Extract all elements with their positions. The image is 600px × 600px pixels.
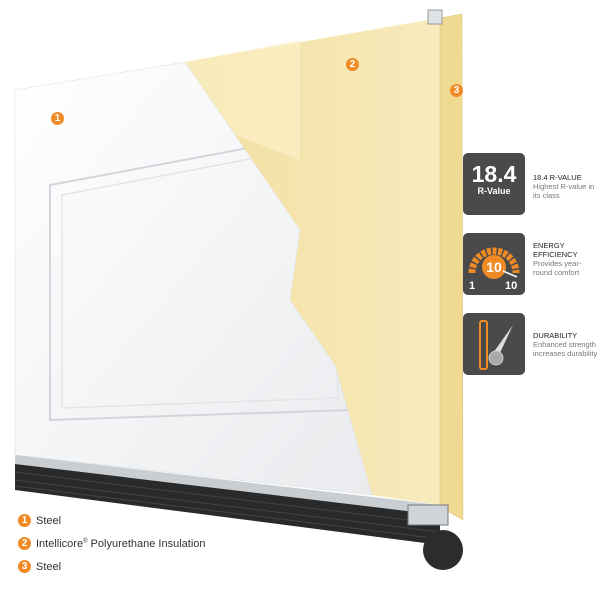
legend-label: Steel xyxy=(36,514,62,527)
gauge-icon xyxy=(468,247,520,279)
r-value-number: 18.4 xyxy=(471,161,517,187)
registered-mark: ® xyxy=(83,537,88,544)
gauge-min: 1 xyxy=(469,280,476,292)
feature-desc: Provides year-round comfort xyxy=(533,259,582,277)
legend-label-rest: Polyurethane Insulation xyxy=(87,537,206,550)
feature-title: DURABILITY xyxy=(533,331,578,340)
callout-1: 1 xyxy=(51,112,64,125)
legend-brand: Intellicore xyxy=(36,537,84,550)
gauge-value: 10 xyxy=(486,259,502,275)
feature-durability: DURABILITY Enhanced strength increases d… xyxy=(533,331,599,358)
steel-front-face xyxy=(14,61,373,496)
bottom-retainer xyxy=(407,504,449,526)
side-edge xyxy=(439,13,464,521)
r-value-badge: 18.4 R-Value xyxy=(463,153,525,215)
bottom-seal xyxy=(15,464,440,545)
aluminum-strip xyxy=(15,455,440,515)
legend-item-3: 3 Steel xyxy=(18,560,61,573)
legend-label: Steel xyxy=(36,560,62,573)
impact-ball-icon xyxy=(479,320,513,370)
legend-number: 1 xyxy=(18,514,31,527)
r-value-label: R-Value xyxy=(477,186,511,196)
feature-desc: Highest R-value in its class xyxy=(533,182,595,200)
legend-item-1: 1 Steel xyxy=(18,514,61,527)
feature-title: ENERGY EFFICIENCY xyxy=(533,241,578,259)
legend-number: 2 xyxy=(18,537,31,550)
energy-badge: 10 1 10 xyxy=(463,233,525,295)
seal-ribs xyxy=(14,471,441,540)
callout-3: 3 xyxy=(450,84,463,97)
gauge-max: 10 xyxy=(505,280,518,292)
legend-label: Intellicore® Polyurethane Insulation xyxy=(36,538,206,550)
feature-title: 18.4 R-VALUE xyxy=(533,173,582,182)
seal-bulb xyxy=(423,530,463,570)
legend-number: 3 xyxy=(18,560,31,573)
foam-highlight xyxy=(185,40,300,160)
feature-r-value: 18.4 R-VALUE Highest R-value in its clas… xyxy=(533,173,599,200)
callout-2: 2 xyxy=(346,58,359,71)
feature-desc: Enhanced strength increases durability xyxy=(533,340,598,358)
legend-item-2: 2 Intellicore® Polyurethane Insulation xyxy=(18,537,206,550)
feature-energy: ENERGY EFFICIENCY Provides year-round co… xyxy=(533,241,599,277)
top-rail xyxy=(427,9,443,25)
durability-badge xyxy=(463,313,525,375)
